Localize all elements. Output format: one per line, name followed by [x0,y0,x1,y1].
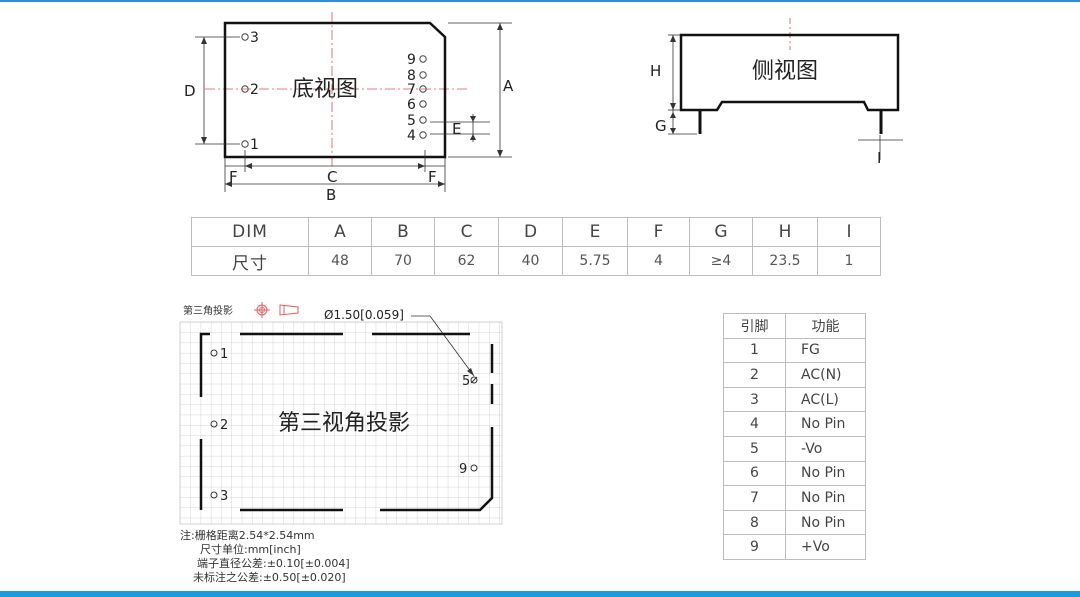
projection-view: 第三角投影 Ø1.50[0.059] 1 2 3 [179,302,503,525]
table-row: 5-Vo [723,435,866,462]
table-row: 9+Vo [723,534,866,560]
pin-4-label: 4 [407,128,416,144]
projection-legend-label: 第三角投影 [183,304,233,317]
pin-table-header: 引脚 功能 [723,313,866,339]
pin-5-label: 5 [407,113,416,129]
pin-function: No Pin [785,460,866,487]
projection-title: 第三视角投影 [278,411,410,436]
pin-number: 4 [723,411,786,437]
dimension-table: DIM A B C D E F G H I 尺寸 48 70 62 40 5.7… [191,217,881,276]
pin-function: +Vo [785,534,866,560]
dim-label-E: E [452,120,461,138]
dim-label-A: A [503,77,514,95]
dim-label-G: G [655,117,667,135]
dim-value-G: ≥4 [689,246,753,276]
module-outline-bottom [223,21,447,159]
pin-function: AC(N) [785,362,866,388]
dim-col-C: C [434,217,499,247]
dim-label-I: I [877,149,881,167]
dim-value-I: 1 [817,246,881,276]
proj-pin-3-label: 3 [220,489,228,504]
dim-value-C: 62 [434,246,499,276]
dim-col-I: I [817,217,881,247]
pin-function: FG [785,337,866,364]
dim-col-B: B [371,217,435,247]
pin-number: 7 [723,485,786,511]
pin-function: AC(L) [785,386,866,413]
dim-col-H: H [752,217,818,247]
pin-number: 9 [723,534,786,560]
dimension-value-row: 尺寸 48 70 62 40 5.75 4 ≥4 23.5 1 [191,246,881,276]
pin-number: 2 [723,362,786,388]
pin-3-label: 3 [250,30,259,46]
dim-col-E: E [562,217,628,247]
dim-label-F-left: F [229,168,238,186]
dim-label-C: C [327,168,337,186]
pin-header: 引脚 [723,313,786,339]
pin-number: 8 [723,509,786,536]
pin-8-label: 8 [407,68,416,84]
dim-row-header-label: DIM [191,217,309,247]
proj-pin-9-label: 9 [459,462,467,477]
pin-7-label: 7 [407,82,416,98]
side-view: 侧视图 H G I [650,18,903,167]
pin-9-label: 9 [407,52,416,68]
top-accent-bar [0,0,1080,2]
drawing-notes: 注:栅格距离2.54*2.54mm 尺寸单位:mm[inch] 端子直径公差:±… [180,529,350,585]
dim-col-F: F [627,217,690,247]
dimension-header-row: DIM A B C D E F G H I [191,217,881,247]
dim-value-D: 40 [498,246,563,276]
module-outline-side [679,33,900,112]
note-unit: 尺寸单位:mm[inch] [200,543,301,556]
pin-6-label: 6 [407,97,416,113]
pin-number: 1 [723,337,786,364]
pin-number: 3 [723,386,786,413]
bottom-accent-bar [0,591,1080,597]
dim-col-D: D [498,217,563,247]
pin-1-label: 1 [250,137,259,153]
bottom-view: 3 2 1 9 8 7 6 5 4 底视图 D A E F F C B [184,12,514,204]
pin-function: No Pin [785,485,866,511]
function-header: 功能 [785,313,866,339]
proj-pin-2-label: 2 [220,418,228,433]
dim-col-A: A [308,217,372,247]
side-view-title: 侧视图 [752,59,818,84]
dim-row-value-label: 尺寸 [191,246,309,276]
note-pin-tolerance: 端子直径公差:±0.10[±0.004] [197,557,350,570]
pin-function: No Pin [785,411,866,437]
dim-value-F: 4 [627,246,690,276]
pin-function: -Vo [785,435,866,462]
hole-callout: Ø1.50[0.059] [324,308,404,322]
dim-label-H: H [650,62,661,80]
note-grid: 注:栅格距离2.54*2.54mm [180,529,315,542]
dim-value-B: 70 [371,246,435,276]
proj-pin-5-label: 5 [462,374,470,389]
pin-2-label: 2 [250,82,259,98]
dim-value-A: 48 [308,246,372,276]
dim-label-B: B [326,186,336,204]
pin-number: 6 [723,460,786,487]
proj-pin-1-label: 1 [220,347,228,362]
third-angle-symbol-icon [254,302,299,318]
note-general-tolerance: 未标注之公差:±0.50[±0.020] [193,571,346,584]
dim-value-H: 23.5 [752,246,818,276]
pin-function: No Pin [785,509,866,536]
dim-col-G: G [689,217,753,247]
dim-label-D: D [184,82,196,100]
dim-value-E: 5.75 [562,246,628,276]
pin-number: 5 [723,435,786,462]
grid-area [179,321,503,525]
bottom-view-title: 底视图 [292,77,358,102]
dim-label-F-right: F [428,168,437,186]
